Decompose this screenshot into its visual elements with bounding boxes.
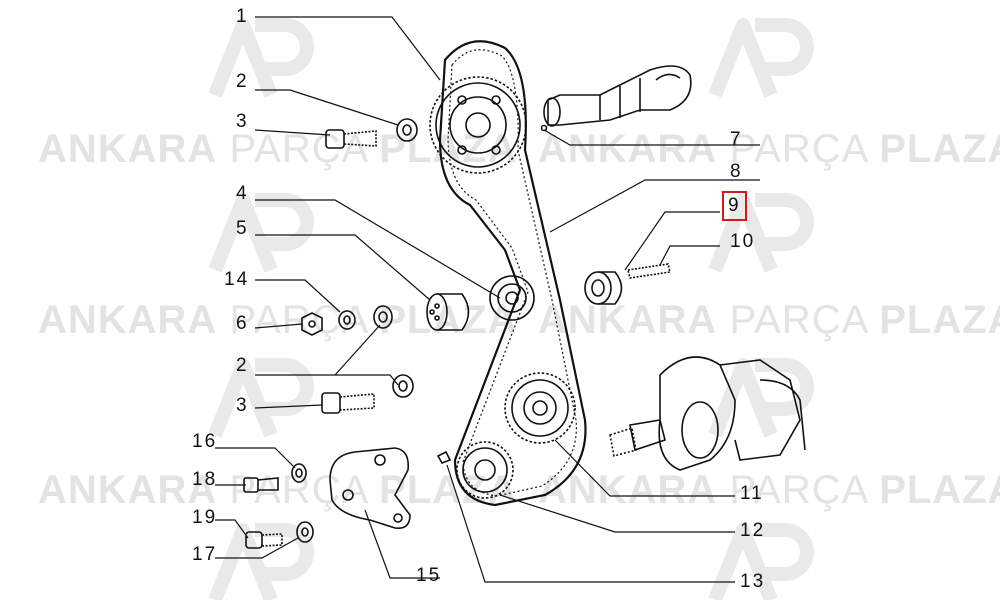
watermark-text: ANKARA PARÇA PLAZA (538, 468, 1000, 512)
ap-logo-watermark (708, 523, 814, 600)
watermark-text: ANKARA PARÇA PLAZA (538, 298, 1000, 342)
callout-4: 4 (236, 183, 249, 204)
bolt (245, 531, 283, 549)
callout-15: 15 (416, 565, 442, 586)
callout-19: 19 (192, 507, 218, 528)
stud (627, 263, 671, 279)
washer (392, 374, 414, 398)
callout-1: 1 (236, 6, 249, 27)
woodruff-key (436, 450, 452, 464)
ap-logo-watermark (208, 193, 314, 273)
ap-logo-watermark (208, 358, 314, 438)
bolt (243, 477, 279, 493)
washer (396, 118, 418, 142)
ap-logo-watermark (708, 193, 814, 273)
callout-3: 3 (236, 111, 249, 132)
callout-7: 7 (730, 129, 743, 150)
timing-belt (438, 40, 587, 507)
callout-2: 2 (236, 355, 249, 376)
callout-8: 8 (730, 161, 743, 182)
ap-logo-watermark (208, 523, 314, 600)
ap-logo-watermark (708, 18, 814, 98)
tensioner-pulley (489, 275, 535, 321)
bolt (321, 392, 375, 414)
callout-17: 17 (192, 544, 218, 565)
ap-logo-watermark (208, 18, 314, 98)
callout-16: 16 (192, 431, 218, 452)
washer (373, 305, 393, 329)
ap-logo-watermark (708, 358, 814, 438)
leader-lines (215, 16, 760, 583)
callout-6: 6 (236, 313, 249, 334)
callout-13: 13 (740, 571, 766, 592)
nut (301, 312, 323, 336)
callout-10: 10 (730, 231, 756, 252)
crankshaft (609, 356, 806, 471)
washer (296, 521, 314, 543)
callout-18: 18 (192, 469, 218, 490)
idler-pulley (504, 372, 576, 444)
callout-11: 11 (740, 483, 764, 504)
crankshaft-gear (456, 441, 514, 499)
bolt (325, 129, 377, 149)
washer (338, 310, 356, 330)
callout-3: 3 (236, 395, 249, 416)
callout-12: 12 (740, 520, 766, 541)
seal (584, 271, 623, 305)
bracket (329, 447, 411, 530)
tensioner-bushing (426, 293, 470, 331)
watermark-text: ANKARA PARÇA PLAZA (538, 127, 1000, 171)
camshaft-pulley (429, 76, 527, 174)
camshaft (540, 65, 692, 132)
callout-14: 14 (224, 269, 250, 290)
callout-2: 2 (236, 71, 249, 92)
washer (291, 463, 307, 483)
callout-5: 5 (236, 218, 249, 239)
callout-9-highlighted: 9 (722, 191, 747, 221)
